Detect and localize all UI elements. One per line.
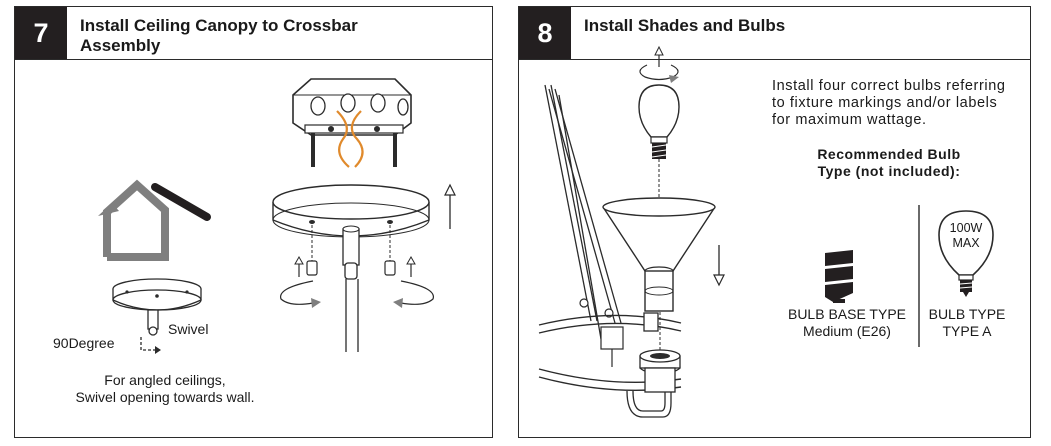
small-canopy-icon [112, 278, 202, 336]
step-7-title-divider [15, 59, 492, 60]
recommended-bulb-heading: Recommended Bulb Type (not included): [799, 146, 979, 180]
bulb-wattage: 100W [949, 221, 983, 235]
type-a-bulb-icon [938, 210, 994, 297]
swivel-arrow-icon [140, 337, 161, 354]
step-7-badge: 7 [15, 7, 67, 59]
step-8-badge: 8 [519, 7, 571, 59]
house-icon [98, 179, 211, 261]
junction-box-icon [292, 78, 412, 168]
step-7-panel: 7 Install Ceiling Canopy to Crossbar Ass… [14, 6, 493, 438]
step-8-title-divider [519, 59, 1030, 60]
bulb-type-label: BULB TYPE [928, 306, 1006, 322]
step-8-title: Install Shades and Bulbs [584, 16, 786, 35]
mounting-nut-icon [306, 225, 396, 276]
base-type-value: Medium (E26) [803, 323, 891, 339]
up-arrow-icon [444, 183, 456, 229]
swivel-label: Swivel [168, 321, 209, 337]
instruction-line3: for maximum wattage. [772, 112, 927, 128]
down-arrow-icon [713, 245, 725, 287]
step-7-title: Install Ceiling Canopy to Crossbar Assem… [80, 16, 358, 56]
step-8-panel: 8 Install Shades and Bulbs [518, 6, 1031, 438]
angle-label: 90Degree [53, 335, 115, 351]
canopy-icon [272, 184, 430, 352]
note-line1: For angled ceilings, [104, 372, 226, 388]
rotate-arrow-icon [639, 45, 679, 83]
angled-ceiling-note: For angled ceilings, Swivel opening towa… [55, 372, 275, 406]
recommended-line1: Recommended Bulb [817, 146, 961, 162]
instruction-line1: Install four correct bulbs referring [772, 78, 1006, 94]
bulb-type-value: TYPE A [942, 323, 992, 339]
rotate-arrow-icon [393, 255, 434, 308]
bulb-instruction: Install four correct bulbs referring to … [772, 78, 1006, 129]
bulb-wattage-label: 100W MAX [946, 221, 986, 251]
bulb-type-info: BULB TYPE TYPE A [921, 306, 1013, 340]
rotate-arrow-icon [280, 255, 321, 308]
recommended-line2: Type (not included): [817, 163, 961, 179]
step-7-illustration [98, 78, 456, 354]
base-type-label: BULB BASE TYPE [787, 306, 906, 322]
step-7-title-line2: Assembly [80, 36, 161, 55]
note-line2: Swivel opening towards wall. [75, 389, 255, 405]
step-8-illustration [538, 45, 994, 418]
step-7-title-line1: Install Ceiling Canopy to Crossbar [80, 16, 358, 35]
socket-icon [626, 307, 681, 418]
light-bulb-icon [638, 84, 680, 199]
bulb-max: MAX [952, 236, 980, 250]
chandelier-arm-icon [544, 84, 622, 340]
shade-icon [602, 197, 716, 312]
bulb-base-icon [825, 250, 853, 303]
bulb-base-type-info: BULB BASE TYPE Medium (E26) [777, 306, 917, 340]
instruction-line2: to fixture markings and/or labels [772, 95, 998, 111]
